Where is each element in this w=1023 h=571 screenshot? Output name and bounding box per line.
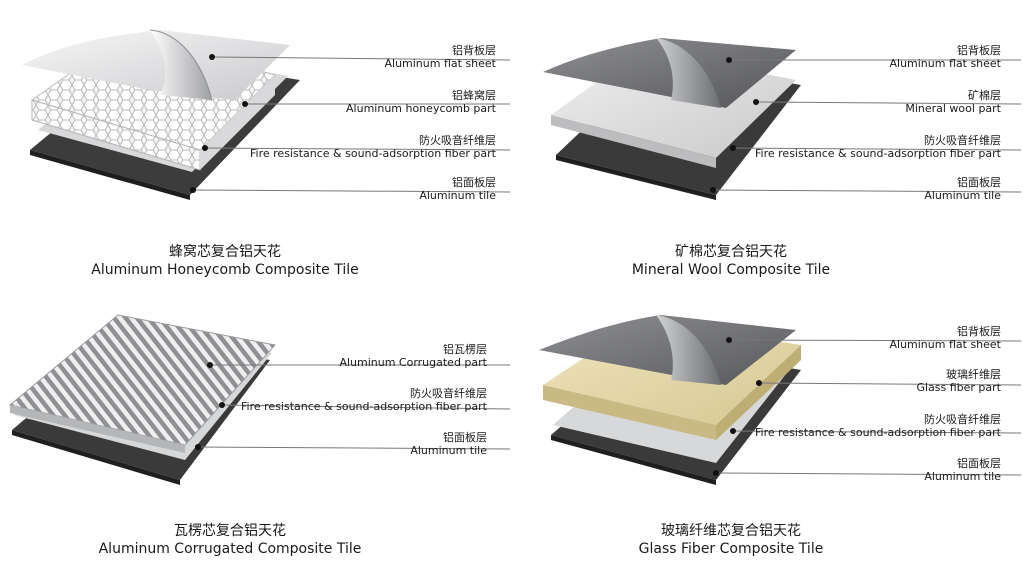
- callout-label-en: Aluminum tile: [924, 470, 1001, 483]
- caption-en: Glass Fiber Composite Tile: [638, 541, 824, 557]
- caption-zh: 蜂窝芯复合铝天花: [169, 244, 281, 260]
- corrugated-callout-1: 铝瓦楞层 Aluminum Corrugated part: [339, 343, 487, 369]
- callout-label-zh: 铝面板层: [957, 176, 1001, 189]
- caption-en: Mineral Wool Composite Tile: [631, 262, 831, 278]
- callout-label-en: Aluminum tile: [419, 189, 496, 202]
- callout-label-en: Glass fiber part: [916, 381, 1001, 394]
- callout-label-zh: 铝面板层: [443, 431, 487, 444]
- callout-label-en: Fire resistance & sound-adsorption fiber…: [755, 426, 1001, 439]
- caption-en: Aluminum Corrugated Composite Tile: [98, 541, 362, 557]
- panel-honeycomb: 铝背板层 Aluminum flat sheet 铝蜂窝层 Aluminum h…: [0, 0, 511, 285]
- callout-label-zh: 矿棉层: [968, 89, 1001, 102]
- callout-label-en: Mineral wool part: [905, 102, 1001, 115]
- callout-label-en: Aluminum tile: [924, 189, 1001, 202]
- mineral-wool-diagram: [543, 38, 1022, 200]
- caption-en: Aluminum Honeycomb Composite Tile: [91, 262, 359, 278]
- honeycomb-flat-sheet-layer: [22, 30, 290, 100]
- callout-label-zh: 铝瓦楞层: [443, 343, 487, 356]
- honeycomb-callout-3: 防火吸音纤维层 Fire resistance & sound-adsorpti…: [250, 134, 496, 160]
- mineral-caption: 矿棉芯复合铝天花 Mineral Wool Composite Tile: [581, 243, 881, 279]
- corrugated-diagram: [8, 314, 511, 485]
- callout-label-en: Aluminum flat sheet: [889, 57, 1001, 70]
- caption-zh: 玻璃纤维芯复合铝天花: [661, 523, 801, 539]
- corrugated-callout-2: 防火吸音纤维层 Fire resistance & sound-adsorpti…: [241, 387, 487, 413]
- panel-glass-fiber: 铝背板层 Aluminum flat sheet 玻璃纤维层 Glass fib…: [511, 285, 1023, 571]
- caption-zh: 瓦楞芯复合铝天花: [174, 523, 286, 539]
- glass-sheet-curl: [656, 315, 721, 385]
- callout-label-zh: 铝背板层: [957, 325, 1001, 338]
- callout-label-zh: 防火吸音纤维层: [924, 413, 1001, 426]
- honeycomb-caption: 蜂窝芯复合铝天花 Aluminum Honeycomb Composite Ti…: [60, 243, 390, 279]
- mineral-callout-3: 防火吸音纤维层 Fire resistance & sound-adsorpti…: [755, 134, 1001, 160]
- corrugated-callout-3: 铝面板层 Aluminum tile: [410, 431, 487, 457]
- caption-zh: 矿棉芯复合铝天花: [675, 244, 787, 260]
- honeycomb-callout-2: 铝蜂窝层 Aluminum honeycomb part: [346, 89, 496, 115]
- callout-label-en: Aluminum flat sheet: [384, 57, 496, 70]
- callout-label-en: Fire resistance & sound-adsorption fiber…: [241, 400, 487, 413]
- callout-label-zh: 铝面板层: [452, 176, 496, 189]
- mineral-flat-sheet-layer: [543, 38, 796, 108]
- callout-label-zh: 防火吸音纤维层: [419, 134, 496, 147]
- honeycomb-diagram: [22, 29, 511, 200]
- mineral-sheet-curl: [656, 38, 721, 108]
- callout-label-en: Aluminum tile: [410, 444, 487, 457]
- callout-label-zh: 铝背板层: [452, 44, 496, 57]
- callout-label-zh: 铝面板层: [957, 457, 1001, 470]
- glass-fiber-diagram: [539, 315, 1022, 485]
- glass-callout-4: 铝面板层 Aluminum tile: [924, 457, 1001, 483]
- callout-label-zh: 防火吸音纤维层: [410, 387, 487, 400]
- callout-label-en: Fire resistance & sound-adsorption fiber…: [250, 147, 496, 160]
- mineral-callout-4: 铝面板层 Aluminum tile: [924, 176, 1001, 202]
- callout-label-en: Fire resistance & sound-adsorption fiber…: [755, 147, 1001, 160]
- honeycomb-callout-4: 铝面板层 Aluminum tile: [419, 176, 496, 202]
- panel-mineral-wool: 铝背板层 Aluminum flat sheet 矿棉层 Mineral woo…: [511, 0, 1023, 285]
- honeycomb-callout-1: 铝背板层 Aluminum flat sheet: [384, 44, 496, 70]
- callout-label-en: Aluminum flat sheet: [889, 338, 1001, 351]
- panel-corrugated: 铝瓦楞层 Aluminum Corrugated part 防火吸音纤维层 Fi…: [0, 285, 511, 571]
- mineral-callout-2: 矿棉层 Mineral wool part: [905, 89, 1001, 115]
- honeycomb-sheet-curl: [150, 30, 212, 100]
- glass-callout-1: 铝背板层 Aluminum flat sheet: [889, 325, 1001, 351]
- glass-caption: 玻璃纤维芯复合铝天花 Glass Fiber Composite Tile: [591, 522, 871, 558]
- glass-callout-3: 防火吸音纤维层 Fire resistance & sound-adsorpti…: [755, 413, 1001, 439]
- corrugated-caption: 瓦楞芯复合铝天花 Aluminum Corrugated Composite T…: [60, 522, 400, 558]
- callout-label-en: Aluminum honeycomb part: [346, 102, 496, 115]
- callout-label-zh: 铝背板层: [957, 44, 1001, 57]
- mineral-callout-1: 铝背板层 Aluminum flat sheet: [889, 44, 1001, 70]
- callout-label-en: Aluminum Corrugated part: [339, 356, 487, 369]
- corrugated-core-layer: [8, 314, 276, 446]
- glass-callout-2: 玻璃纤维层 Glass fiber part: [916, 368, 1001, 394]
- glass-flat-sheet-layer: [539, 315, 796, 385]
- callout-label-zh: 铝蜂窝层: [452, 89, 496, 102]
- callout-label-zh: 玻璃纤维层: [946, 368, 1001, 381]
- callout-label-zh: 防火吸音纤维层: [924, 134, 1001, 147]
